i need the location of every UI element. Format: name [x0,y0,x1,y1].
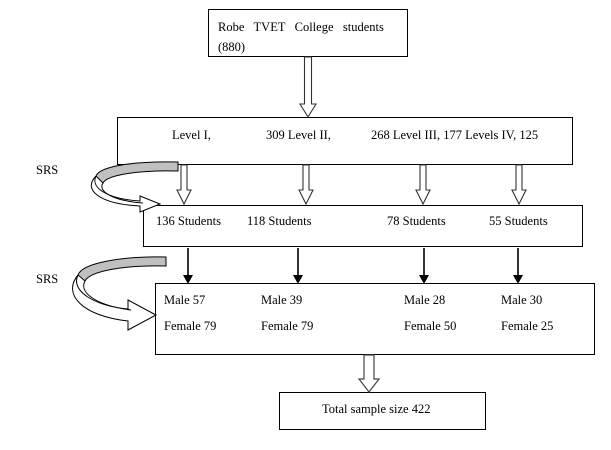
students-box: 136 Students 118 Students 78 Students 55… [143,205,583,247]
srs-curved-arrow-2 [72,256,167,331]
levels-cell-2: 309 Level II, [266,128,331,142]
gender-col4-female: Female 25 [501,319,554,333]
line-arrow-students1-to-gender [183,248,193,284]
block-arrow-level2-to-students [298,164,314,206]
gender-col2-female: Female 79 [261,319,314,333]
students-cell-3: 78 Students [387,214,446,228]
levels-box: Level I, 309 Level II, 268 Level III, 17… [117,117,573,165]
line-arrow-students4-to-gender [513,248,523,284]
block-arrow-level4-to-students [511,164,527,206]
total-box: Total sample size 422 [279,392,486,430]
title-box-line2: (880) [218,40,246,54]
title-box: Robe TVET College students (880) [208,9,408,57]
block-arrow-level3-to-students [415,164,431,206]
title-box-line1: Robe TVET College students [218,20,384,34]
gender-col4-male: Male 30 [501,293,543,307]
gender-col1-male: Male 57 [164,293,206,307]
levels-cell-1: Level I, [172,128,211,142]
block-arrow-level1-to-students [176,164,192,206]
gender-box: Male 57 Female 79 Male 39 Female 79 Male… [155,283,595,355]
students-cell-2: 118 Students [247,214,312,228]
total-box-label: Total sample size 422 [322,402,431,416]
gender-col1-female: Female 79 [164,319,217,333]
block-arrow-title-to-levels [299,56,317,119]
students-cell-1: 136 Students [156,214,221,228]
block-arrow-gender-to-total [357,354,381,393]
srs-label-2: SRS [36,272,59,286]
gender-col2-male: Male 39 [261,293,303,307]
levels-cell-3: 268 Level III, 177 Levels IV, 125 [371,128,539,142]
gender-col3-male: Male 28 [404,293,446,307]
line-arrow-students2-to-gender [293,248,303,284]
srs-label-1: SRS [36,163,59,177]
line-arrow-students3-to-gender [419,248,429,284]
students-cell-4: 55 Students [489,214,548,228]
gender-col3-female: Female 50 [404,319,457,333]
